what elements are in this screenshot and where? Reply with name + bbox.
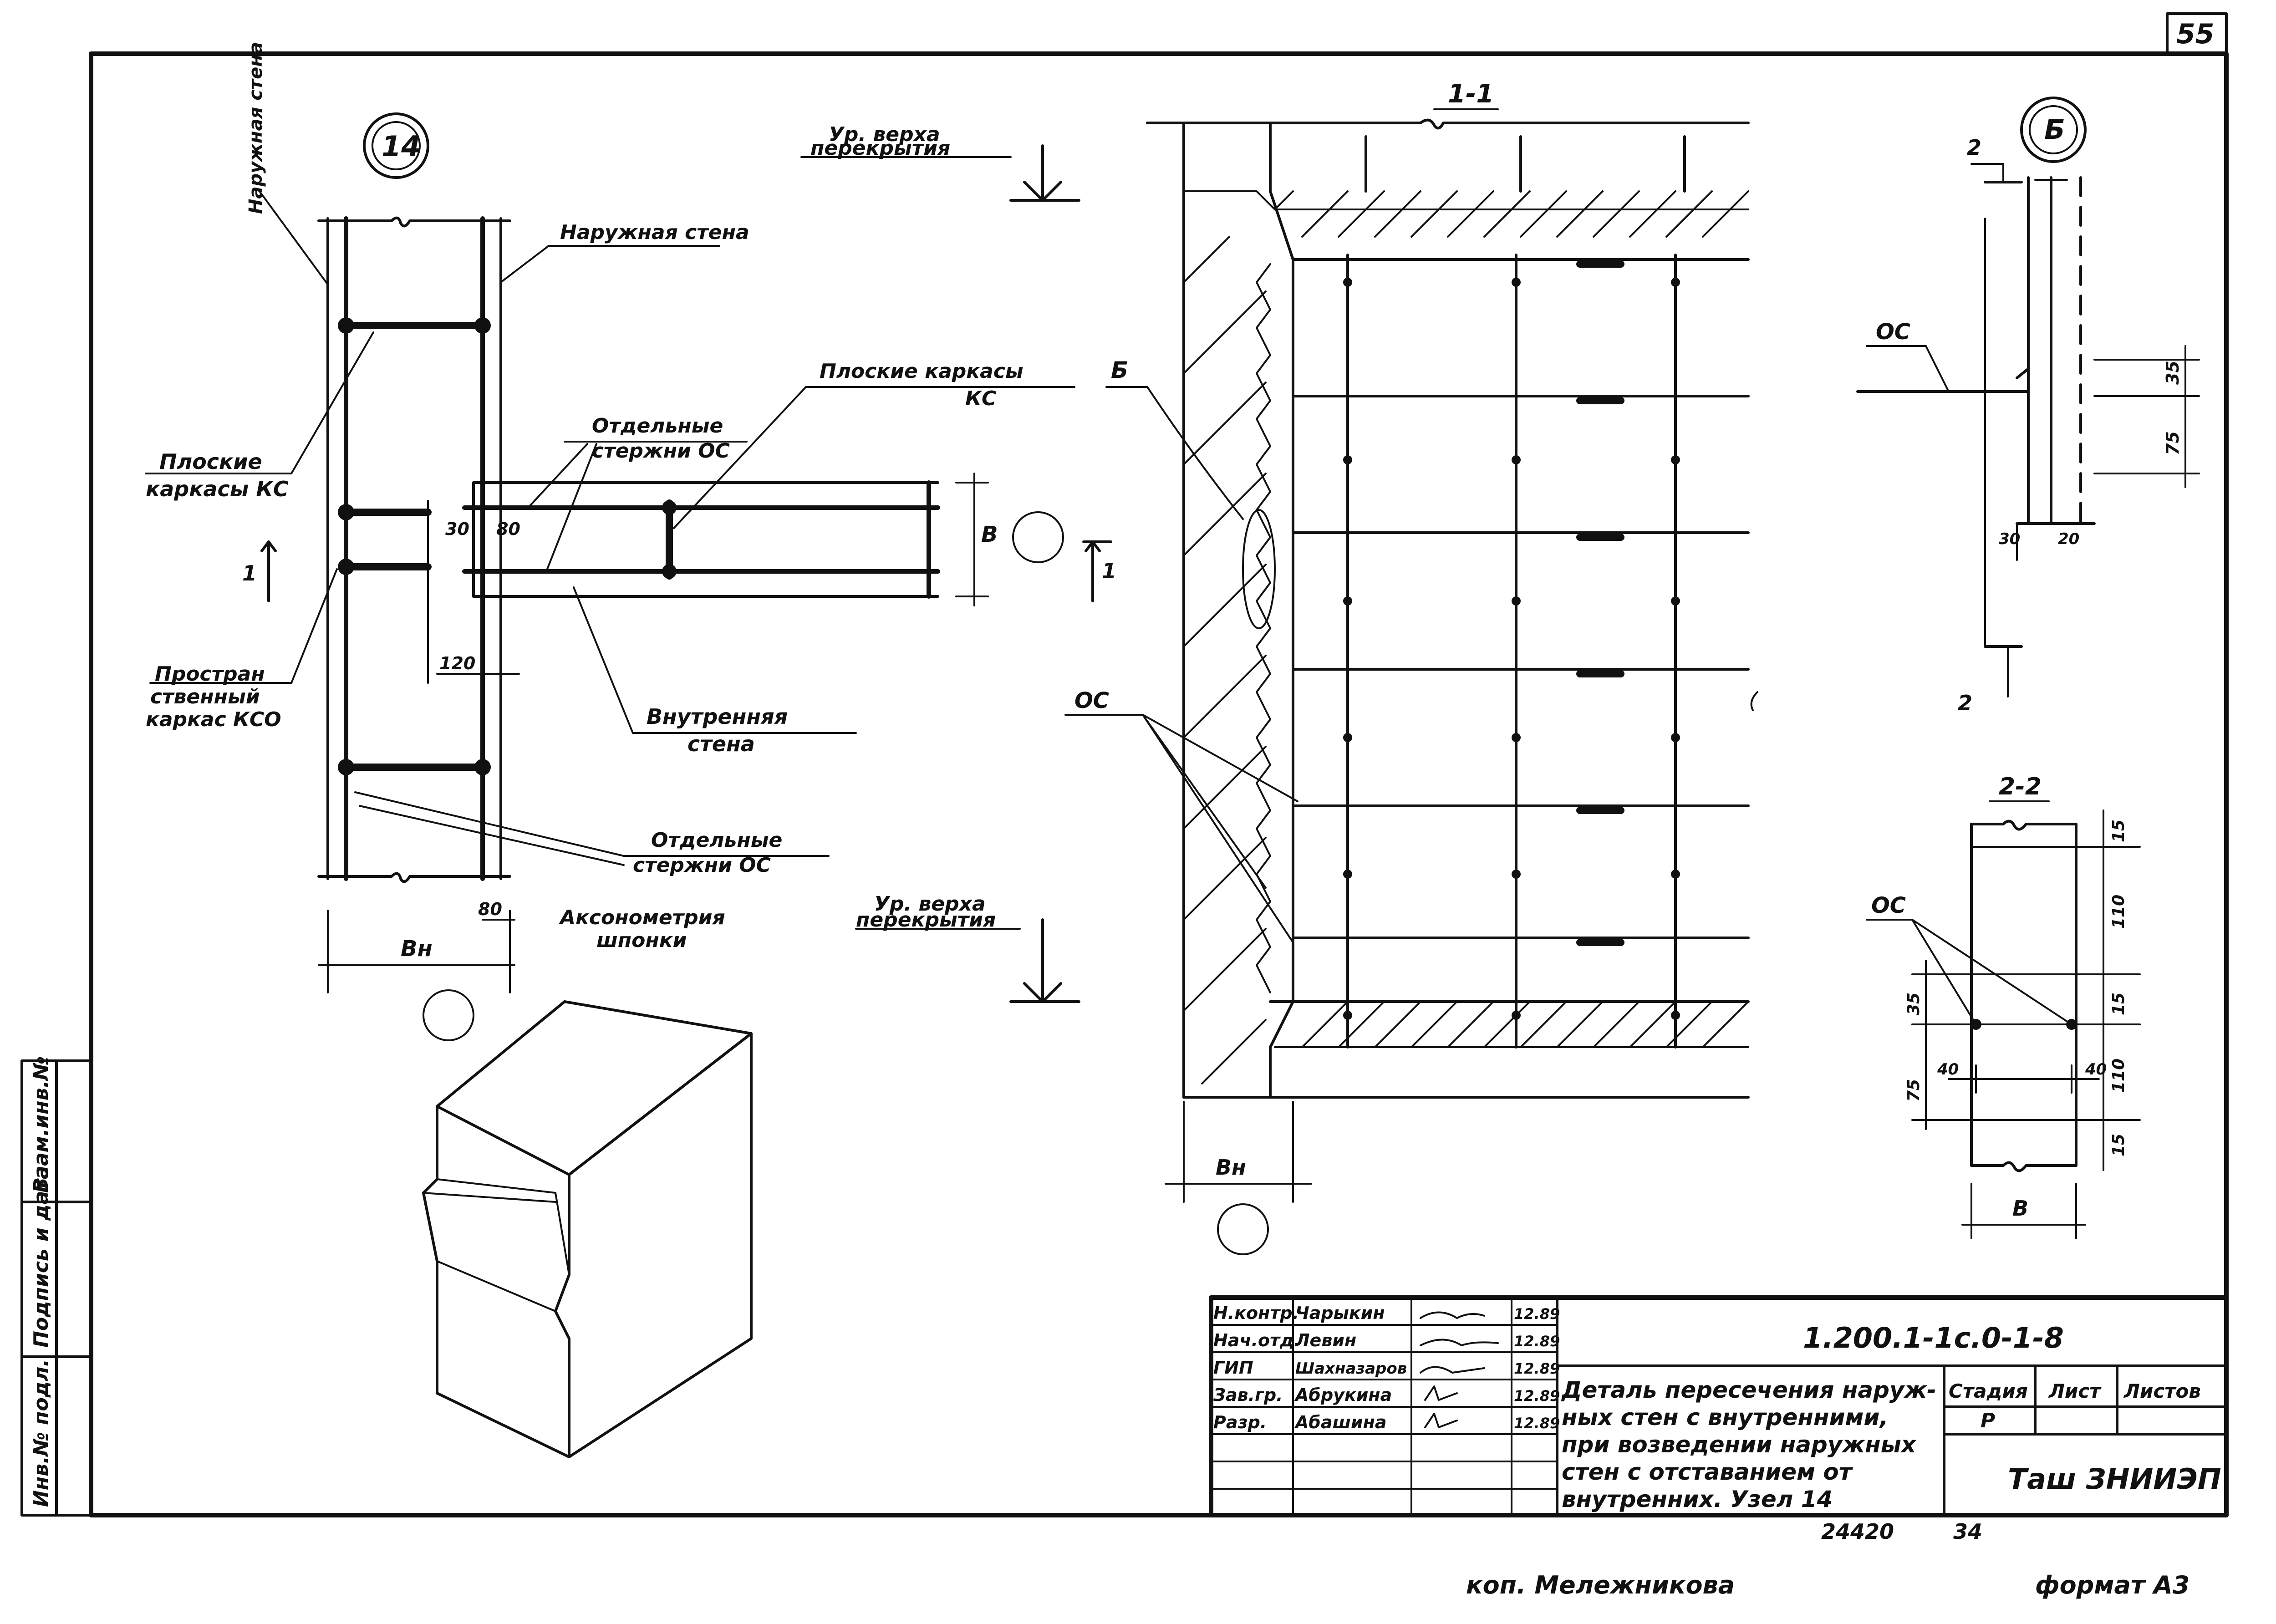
section22-dim-15a: 15 [2109, 820, 2128, 842]
section22-dim-110a: 110 [2109, 895, 2128, 929]
outer-wall-label: Наружная стена [560, 221, 749, 244]
separate-bars-label-2: стержни ОС [592, 439, 730, 463]
tb-role-4: Зав.гр. [1213, 1385, 1283, 1405]
level-marks: Ур. верха перекрытия Ур. верха перекрыти… [800, 123, 1080, 1003]
detail-b-label-oc: ОС [1876, 319, 1910, 345]
level-bottom-2: перекрытия [856, 908, 996, 932]
detail-b-dim-30: 30 [1999, 530, 2020, 548]
section11-label-b: Б [1111, 357, 1128, 383]
title-block: Н.контр. Чарыкин 12.89 Нач.отд. Левин 12… [1209, 1295, 2229, 1517]
footer-copied-by: коп. Мележникова [1466, 1571, 1735, 1599]
level-bottom-1: Ур. верха [874, 892, 986, 916]
flat-frames-kc-top-2: КС [965, 387, 996, 410]
axonometry-label-1: Аксонометрия [559, 906, 725, 929]
outer-wall-vertical-label: Наружная стена [245, 42, 266, 214]
node-14-plan: 14 В 30 80 120 [145, 42, 1116, 1041]
tb-date-2: 12.89 [1514, 1333, 1560, 1350]
flat-frames-kc-label-1: Плоские [159, 449, 262, 474]
tb-title-line-5: внутренних. Узел 14 [1562, 1486, 1833, 1512]
section22-dim-15c: 15 [2109, 1134, 2128, 1156]
spatial-frame-label-2: ственный [150, 685, 260, 708]
spatial-frame-label-1: Простран [155, 662, 265, 686]
tb-title-line-1: Деталь пересечения наруж- [1561, 1377, 1936, 1403]
section-1-1: 1-1 [1064, 79, 1758, 1255]
section22-dim-15b: 15 [2109, 993, 2128, 1015]
detail-b-dim-75: 75 [2163, 431, 2183, 455]
separate-bars-label-1: Отдельные [592, 414, 723, 438]
tb-name-3: Шахназаров [1295, 1359, 1407, 1378]
section22-title: 2-2 [1999, 773, 2042, 800]
node14-dim-80b: 80 [478, 899, 502, 919]
detail-b-marker: Б [2044, 114, 2065, 146]
section22-dim-75: 75 [1904, 1079, 1923, 1102]
section-2-2: 2-2 ОС 15 110 15 110 15 35 75 40 [1866, 773, 2141, 1239]
axonometry-label-2: шпонки [596, 929, 687, 952]
footer: 24420 34 коп. Мележникова формат А3 [1466, 1519, 2189, 1599]
tb-title-line-2: ных стен с внутренними, [1562, 1404, 1888, 1431]
separate-bars-bottom-1: Отдельные [651, 829, 782, 852]
side-stamp: Инв.№ подл. Подпись и дата Взам.инв.№ [20, 1056, 92, 1517]
tb-sheet-header: Лист [2048, 1380, 2102, 1402]
tb-name-2: Левин [1295, 1330, 1356, 1350]
tb-date-5: 12.89 [1514, 1415, 1560, 1432]
section22-dim-b: В [2012, 1196, 2028, 1221]
side-stamp-col2: Подпись и дата [30, 1166, 53, 1348]
tb-role-5: Разр. [1213, 1412, 1267, 1432]
node14-section-1b: 1 [1102, 559, 1116, 583]
tb-stage-header: Стадия [1949, 1380, 2028, 1402]
tb-name-1: Чарыкин [1295, 1303, 1385, 1323]
tb-date-3: 12.89 [1514, 1360, 1560, 1377]
tb-date-4: 12.89 [1514, 1387, 1560, 1405]
section11-title: 1-1 [1448, 79, 1494, 109]
tb-role-1: Н.контр. [1213, 1303, 1299, 1323]
section11-label-oc: ОС [1074, 688, 1109, 713]
section22-label-oc: ОС [1871, 893, 1906, 918]
tb-stage-value: Р [1981, 1409, 1995, 1432]
footer-sheet-no: 34 [1953, 1519, 1982, 1544]
tb-organization: Таш ЗНИИЭП [2008, 1462, 2221, 1496]
section22-dim-110b: 110 [2109, 1059, 2128, 1093]
section22-dim-40b: 40 [2085, 1060, 2107, 1079]
spatial-frame-label-3: каркас КСО [146, 708, 281, 731]
node-14-marker: 14 [382, 130, 421, 163]
side-stamp-col1: Инв.№ подл. [30, 1359, 53, 1507]
sheet-frame: 55 [89, 12, 2229, 1517]
tb-designation: 1.200.1-1с.0-1-8 [1803, 1321, 2064, 1354]
flat-frames-kc-label-2: каркасы КС [146, 477, 289, 501]
tb-title-line-3: при возведении наружных [1562, 1431, 1917, 1458]
detail-b-cut-2b: 2 [1958, 691, 1972, 715]
footer-format: формат А3 [2035, 1571, 2189, 1599]
tb-sheets-header: Листов [2123, 1380, 2201, 1402]
tb-role-2: Нач.отд. [1213, 1330, 1300, 1350]
inner-wall-label-2: стена [687, 732, 755, 756]
shear-key-axonometry: Аксонометрия шпонки [422, 906, 753, 1458]
level-top-2: перекрытия [810, 137, 950, 160]
node14-dim-b: В [981, 522, 998, 547]
node14-dim-80a: 80 [496, 519, 520, 539]
detail-b: Б 2 2 ОС 35 75 30 20 [1856, 97, 2200, 715]
side-stamp-col3: Взам.инв.№ [30, 1056, 53, 1193]
detail-b-cut-2a: 2 [1967, 135, 1981, 160]
detail-b-dim-35: 35 [2163, 361, 2183, 385]
section11-dim-bn: Вн [1216, 1155, 1246, 1180]
tb-name-5: Абашина [1294, 1412, 1386, 1432]
separate-bars-bottom-2: стержни ОС [633, 854, 771, 877]
tb-date-1: 12.89 [1514, 1305, 1560, 1323]
tb-role-3: ГИП [1213, 1358, 1253, 1378]
node14-dim-30: 30 [445, 519, 469, 539]
section22-dim-35: 35 [1904, 993, 1923, 1015]
detail-b-dim-20: 20 [2058, 530, 2079, 548]
node14-section-1a: 1 [242, 561, 257, 585]
node14-dim-bn: Вн [401, 936, 433, 962]
flat-frames-kc-top-1: Плоские каркасы [820, 360, 1023, 383]
section22-dim-40a: 40 [1937, 1060, 1959, 1079]
level-top-1: Ур. верха [829, 123, 940, 146]
footer-archive-no: 24420 [1821, 1519, 1894, 1544]
tb-name-4: Абрукина [1294, 1385, 1392, 1405]
node14-dim-120: 120 [439, 653, 475, 673]
tb-title-line-4: стен с отставанием от [1562, 1459, 1853, 1485]
page-number: 55 [2176, 18, 2215, 50]
inner-wall-label-1: Внутренняя [647, 704, 788, 729]
